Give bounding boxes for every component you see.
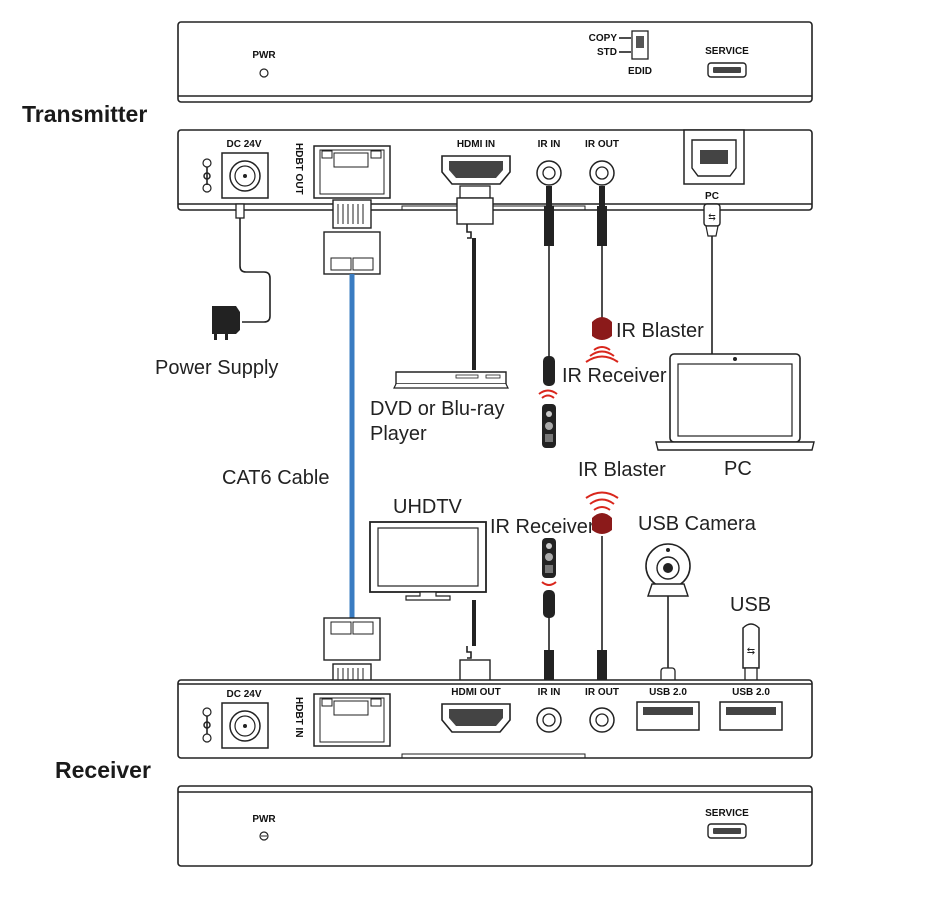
rx-pwr-label: PWR <box>252 814 276 825</box>
power-adapter-icon <box>212 306 240 334</box>
ir-blaster-bottom-icon <box>592 513 612 534</box>
usb-camera-label: USB Camera <box>638 513 757 535</box>
tx-hdmi-label: HDMI IN <box>457 139 495 150</box>
ir-receiver-cable-top <box>543 186 555 386</box>
tx-irin-label: IR IN <box>538 139 561 150</box>
ir-receiver-top-label: IR Receiver <box>562 365 667 387</box>
power-supply-label: Power Supply <box>155 357 278 379</box>
ir-blaster-cable-top <box>585 186 619 363</box>
tx-hdbt-label: HDBT OUT <box>293 143 304 195</box>
uhdtv-label: UHDTV <box>393 496 463 518</box>
remote-control-bottom-icon <box>541 538 557 586</box>
ir-receiver-bottom-label: IR Receiver <box>490 516 595 538</box>
dvd-label-line2: Player <box>370 423 427 445</box>
rx-pwr-led <box>259 831 269 841</box>
rj45-plug-top <box>323 199 381 275</box>
tx-irout-label: IR OUT <box>585 139 619 150</box>
rx-irout-label: IR OUT <box>585 687 619 698</box>
tx-service-label: SERVICE <box>705 46 749 57</box>
ir-receiver-bottom-icon <box>543 590 555 618</box>
rx-dc-label: DC 24V <box>226 689 261 700</box>
ir-blaster-bottom-label: IR Blaster <box>578 459 666 481</box>
cat6-label: CAT6 Cable <box>222 467 329 489</box>
tx-copy-label: COPY <box>589 33 618 44</box>
tx-dc-label: DC 24V <box>226 139 261 150</box>
rx-hdmi-label: HDMI OUT <box>451 687 500 698</box>
rx-usb1-port[interactable] <box>636 701 700 731</box>
rx-usb1-label: USB 2.0 <box>649 687 687 698</box>
usb-camera-icon <box>645 543 691 687</box>
tx-edid-label: EDID <box>628 66 652 77</box>
polarity-icon <box>202 158 212 193</box>
usb-label: USB <box>730 594 771 616</box>
rx-hdbt-label: HDBT IN <box>293 697 304 738</box>
transmitter-title: Transmitter <box>22 101 147 127</box>
transmitter-rear-panel: DC 24V HDBT OUT HDMI IN IR IN IR OUT <box>177 129 813 211</box>
transmitter-front-panel: PWR COPY STD EDID SERVICE <box>177 21 813 103</box>
rx-usb2-port[interactable] <box>719 701 783 731</box>
usb-cable-pc: ⇆ <box>703 203 721 356</box>
edid-switch-knob <box>636 36 644 48</box>
rx-service-label: SERVICE <box>705 808 749 819</box>
receiver-rear-panel: DC 24V HDBT IN HDMI OUT IR IN IR OUT USB… <box>177 679 813 759</box>
polarity-icon <box>202 707 212 743</box>
ir-blaster-top-icon <box>592 317 612 340</box>
tx-pc-label: PC <box>705 191 719 202</box>
rx-irin-label: IR IN <box>538 687 561 698</box>
pc-label: PC <box>724 458 752 480</box>
power-supply <box>212 203 271 340</box>
tx-std-label: STD <box>597 47 617 58</box>
remote-control-top-icon <box>538 389 558 448</box>
ir-blaster-top-label: IR Blaster <box>616 320 704 342</box>
tx-pwr-led <box>259 68 269 78</box>
hdmi-cable-top <box>456 185 494 370</box>
usb-flash-drive-icon: ⇆ <box>742 623 760 687</box>
ir-receiver-top-icon <box>543 356 555 386</box>
receiver-front-panel: PWR SERVICE <box>177 785 813 867</box>
laptop-pc-icon <box>655 353 815 451</box>
dvd-player-icon <box>393 371 509 389</box>
tx-pwr-label: PWR <box>252 50 276 61</box>
dvd-label-line1: DVD or Blu-ray <box>370 398 504 420</box>
uhdtv-icon <box>369 521 487 601</box>
receiver-title: Receiver <box>55 757 151 783</box>
rx-usb2-label: USB 2.0 <box>732 687 770 698</box>
svg-text:⇆: ⇆ <box>708 212 716 222</box>
svg-text:⇆: ⇆ <box>747 646 755 657</box>
